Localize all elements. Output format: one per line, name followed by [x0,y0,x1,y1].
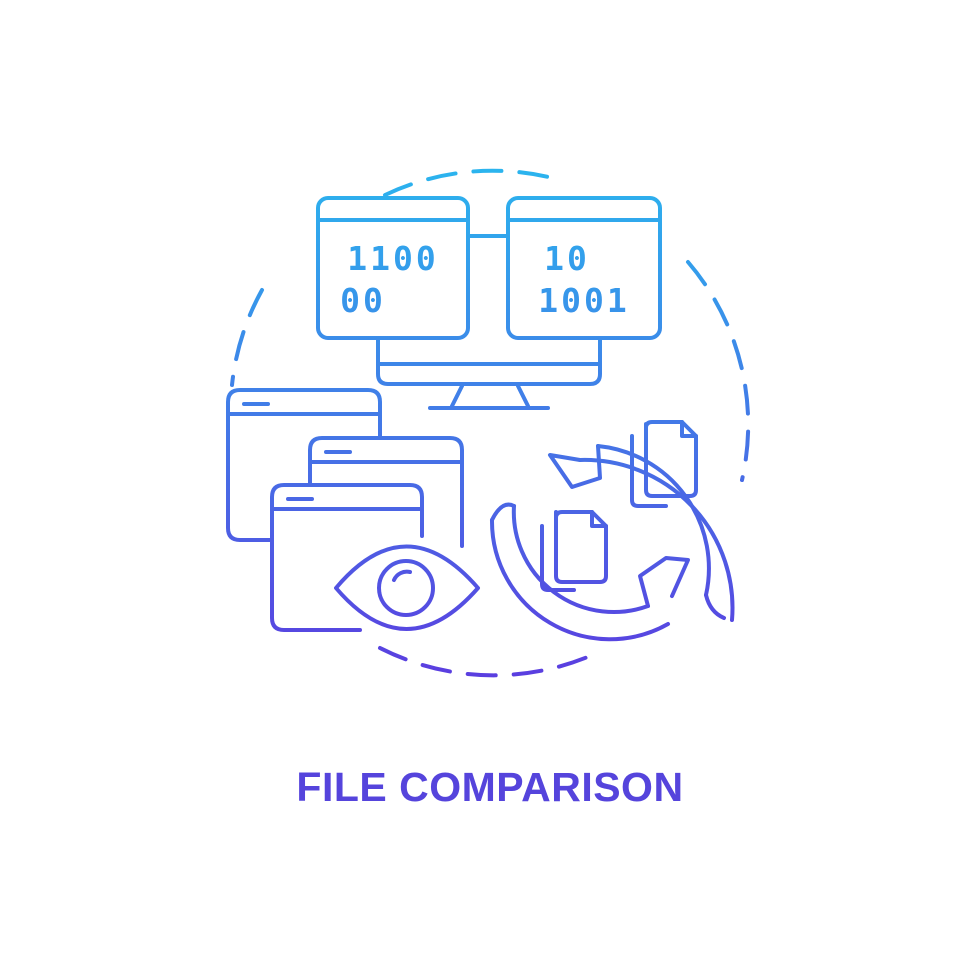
browser-windows-icon [226,388,464,632]
monitor-right-line2: 1001 [538,281,629,320]
eye-icon [334,544,480,631]
monitor-left-line1: 1100 [347,239,438,278]
monitor-right-line1: 10 [544,239,590,278]
caption-title: FILE COMPARISON [296,764,684,810]
monitor-left-line2: 00 [340,281,386,320]
dual-monitor-icon [316,196,662,410]
dashed-circle-icon [230,168,751,678]
document-icon [540,420,698,592]
